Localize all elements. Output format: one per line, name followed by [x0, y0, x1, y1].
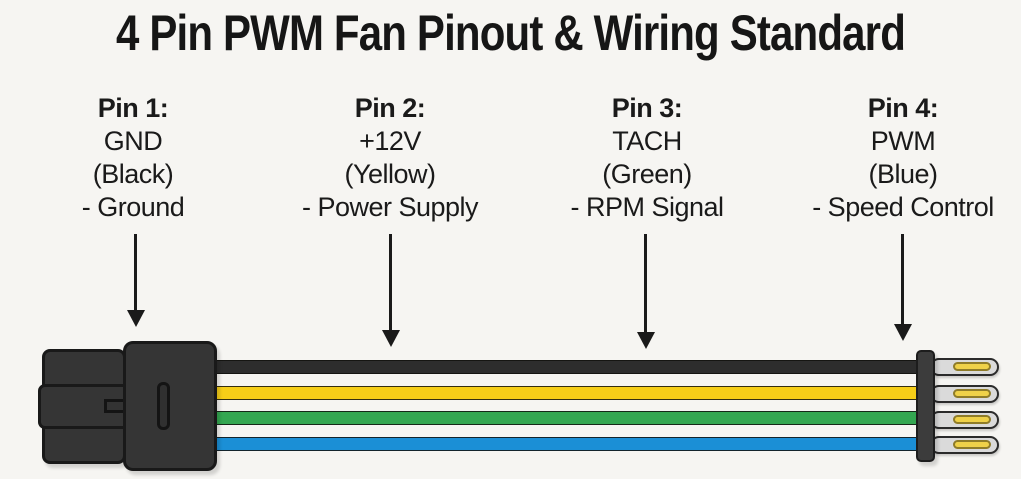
pin-4-wire-color: (Blue)	[868, 159, 938, 189]
terminal-pin-3	[930, 411, 999, 429]
pin-3-signal: TACH	[612, 126, 682, 156]
wire-pwm-blue	[212, 437, 920, 451]
terminal-pin-2-contact	[953, 389, 991, 398]
pin-4-name: Pin 4:	[867, 93, 939, 123]
terminal-pin-4-contact	[953, 440, 991, 449]
terminal-pin-4	[930, 436, 999, 454]
terminal-pin-1	[930, 358, 999, 376]
pin-3-wire-color: (Green)	[602, 159, 692, 189]
pin-1-wire-color: (Black)	[92, 159, 174, 189]
pin-2-arrow-icon	[389, 234, 392, 330]
pin-4-signal: PWM	[870, 126, 936, 156]
wire-tach-green	[212, 411, 920, 425]
pin-2-function: - Power Supply	[301, 192, 479, 222]
pin-3-function: - RPM Signal	[570, 192, 724, 222]
pin-2-name: Pin 2:	[354, 93, 426, 123]
pin-1-signal: GND	[103, 126, 163, 156]
pin-2-wire-color: (Yellow)	[344, 159, 436, 189]
pin-4-arrow-icon	[901, 234, 904, 324]
wire-gnd-black	[212, 360, 920, 374]
pin-2-label-block: Pin 2: +12V (Yellow) - Power Supply	[260, 92, 520, 224]
terminal-pin-1-contact	[953, 362, 991, 371]
pin-1-label-block: Pin 1: GND (Black) - Ground	[3, 92, 263, 224]
connector-key-slot	[157, 382, 170, 430]
terminal-pin-2	[930, 385, 999, 403]
terminal-retainer-bar	[916, 350, 935, 462]
pin-4-label-block: Pin 4: PWM (Blue) - Speed Control	[773, 92, 1021, 224]
pin-1-arrow-icon	[134, 234, 137, 310]
page-title: 4 Pin PWM Fan Pinout & Wiring Standard	[115, 5, 906, 61]
connector-main-body	[123, 341, 217, 471]
pin-1-function: - Ground	[81, 192, 185, 222]
pin-2-signal: +12V	[359, 126, 421, 156]
wire-12v-yellow	[212, 386, 920, 400]
pin-3-arrow-icon	[644, 234, 647, 332]
pin-3-name: Pin 3:	[611, 93, 683, 123]
pin-3-label-block: Pin 3: TACH (Green) - RPM Signal	[517, 92, 777, 224]
terminal-pin-3-contact	[953, 415, 991, 424]
pin-4-function: - Speed Control	[812, 192, 994, 222]
pin-1-name: Pin 1:	[97, 93, 169, 123]
